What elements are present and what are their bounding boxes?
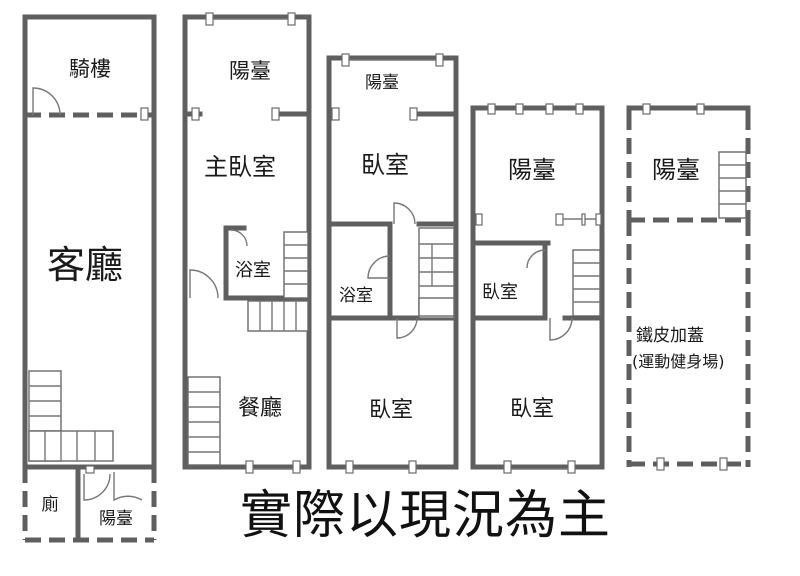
room-label-balcony: 陽臺: [99, 509, 133, 529]
room-label-master-bedroom: 主臥室: [204, 153, 276, 181]
floor-2-plan: 陽臺 主臥室 浴室 餐廳: [182, 12, 312, 474]
disclaimer-text: 實際以現況為主: [240, 486, 612, 546]
room-label-addition-line1: 鐵皮加蓋: [636, 326, 704, 346]
room-label-bedroom-back: 臥室: [369, 398, 413, 423]
room-label-balcony: 陽臺: [652, 156, 700, 184]
room-label-bedroom-small: 臥室: [482, 282, 518, 303]
room-label-balcony: 陽臺: [365, 73, 399, 93]
room-label-bedroom-back: 臥室: [510, 397, 554, 422]
room-label-balcony: 陽臺: [508, 156, 556, 184]
rooftop-plan: 陽臺 鐵皮加蓋 (運動健身場): [626, 103, 751, 471]
floor-4-plan: 陽臺 臥室 臥室: [470, 103, 605, 474]
room-label-arcade: 騎樓: [69, 57, 111, 81]
floor-1-plan: 騎樓 客廳 廁 陽臺: [22, 14, 157, 543]
room-label-dining-room: 餐廳: [238, 396, 282, 421]
room-label-bathroom: 浴室: [235, 260, 271, 281]
room-label-bathroom: 浴室: [339, 286, 373, 306]
room-label-balcony: 陽臺: [229, 59, 271, 83]
room-label-toilet: 廁: [42, 494, 59, 515]
room-label-bedroom-front: 臥室: [361, 151, 409, 179]
floor-3-plan: 陽臺 臥室 浴室 臥室: [326, 53, 459, 474]
room-label-addition-line2: (運動健身場): [632, 352, 725, 371]
stairs: [28, 370, 114, 462]
room-label-living-room: 客廳: [47, 243, 123, 287]
